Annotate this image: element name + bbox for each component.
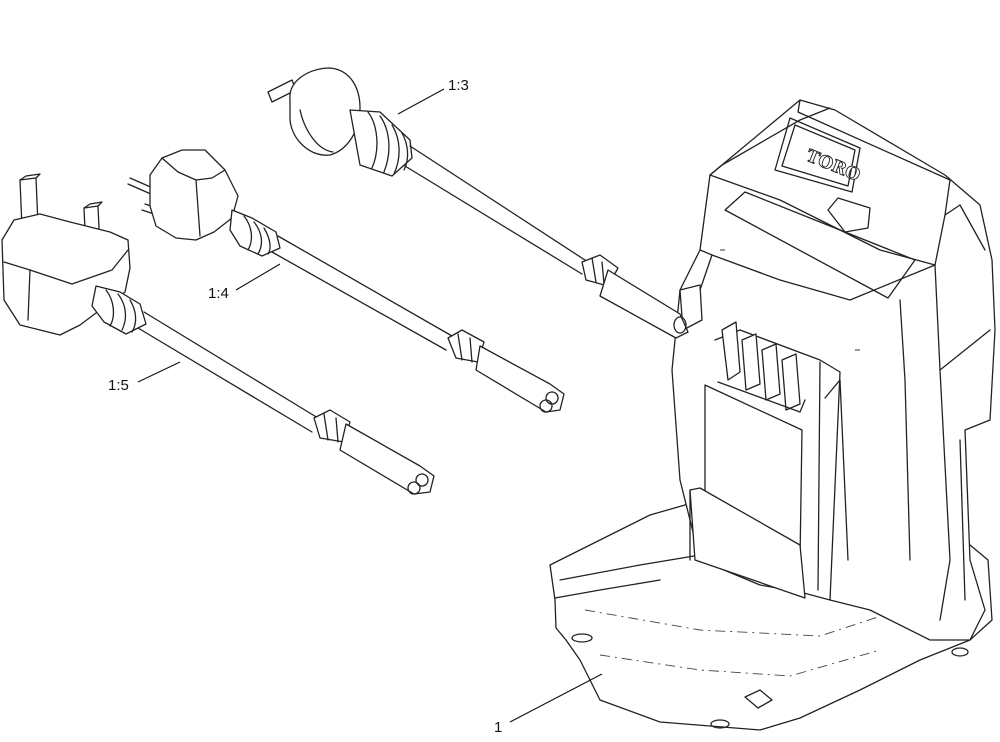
callout-label-1-4: 1:4 <box>208 285 229 302</box>
power-cord-australia <box>267 67 689 339</box>
callout-1: 1 <box>494 673 603 736</box>
callout-label-1-5: 1:5 <box>108 377 129 394</box>
power-cord-uk <box>1 173 435 495</box>
callout-label-1-3: 1:3 <box>448 77 469 94</box>
callout-1-4: 1:4 <box>208 263 281 302</box>
callout-1-5: 1:5 <box>108 361 181 394</box>
callout-label-1: 1 <box>494 719 502 736</box>
power-cord-europe <box>127 149 565 413</box>
battery-charger: TORO <box>549 99 996 731</box>
callout-1-3: 1:3 <box>397 77 469 115</box>
